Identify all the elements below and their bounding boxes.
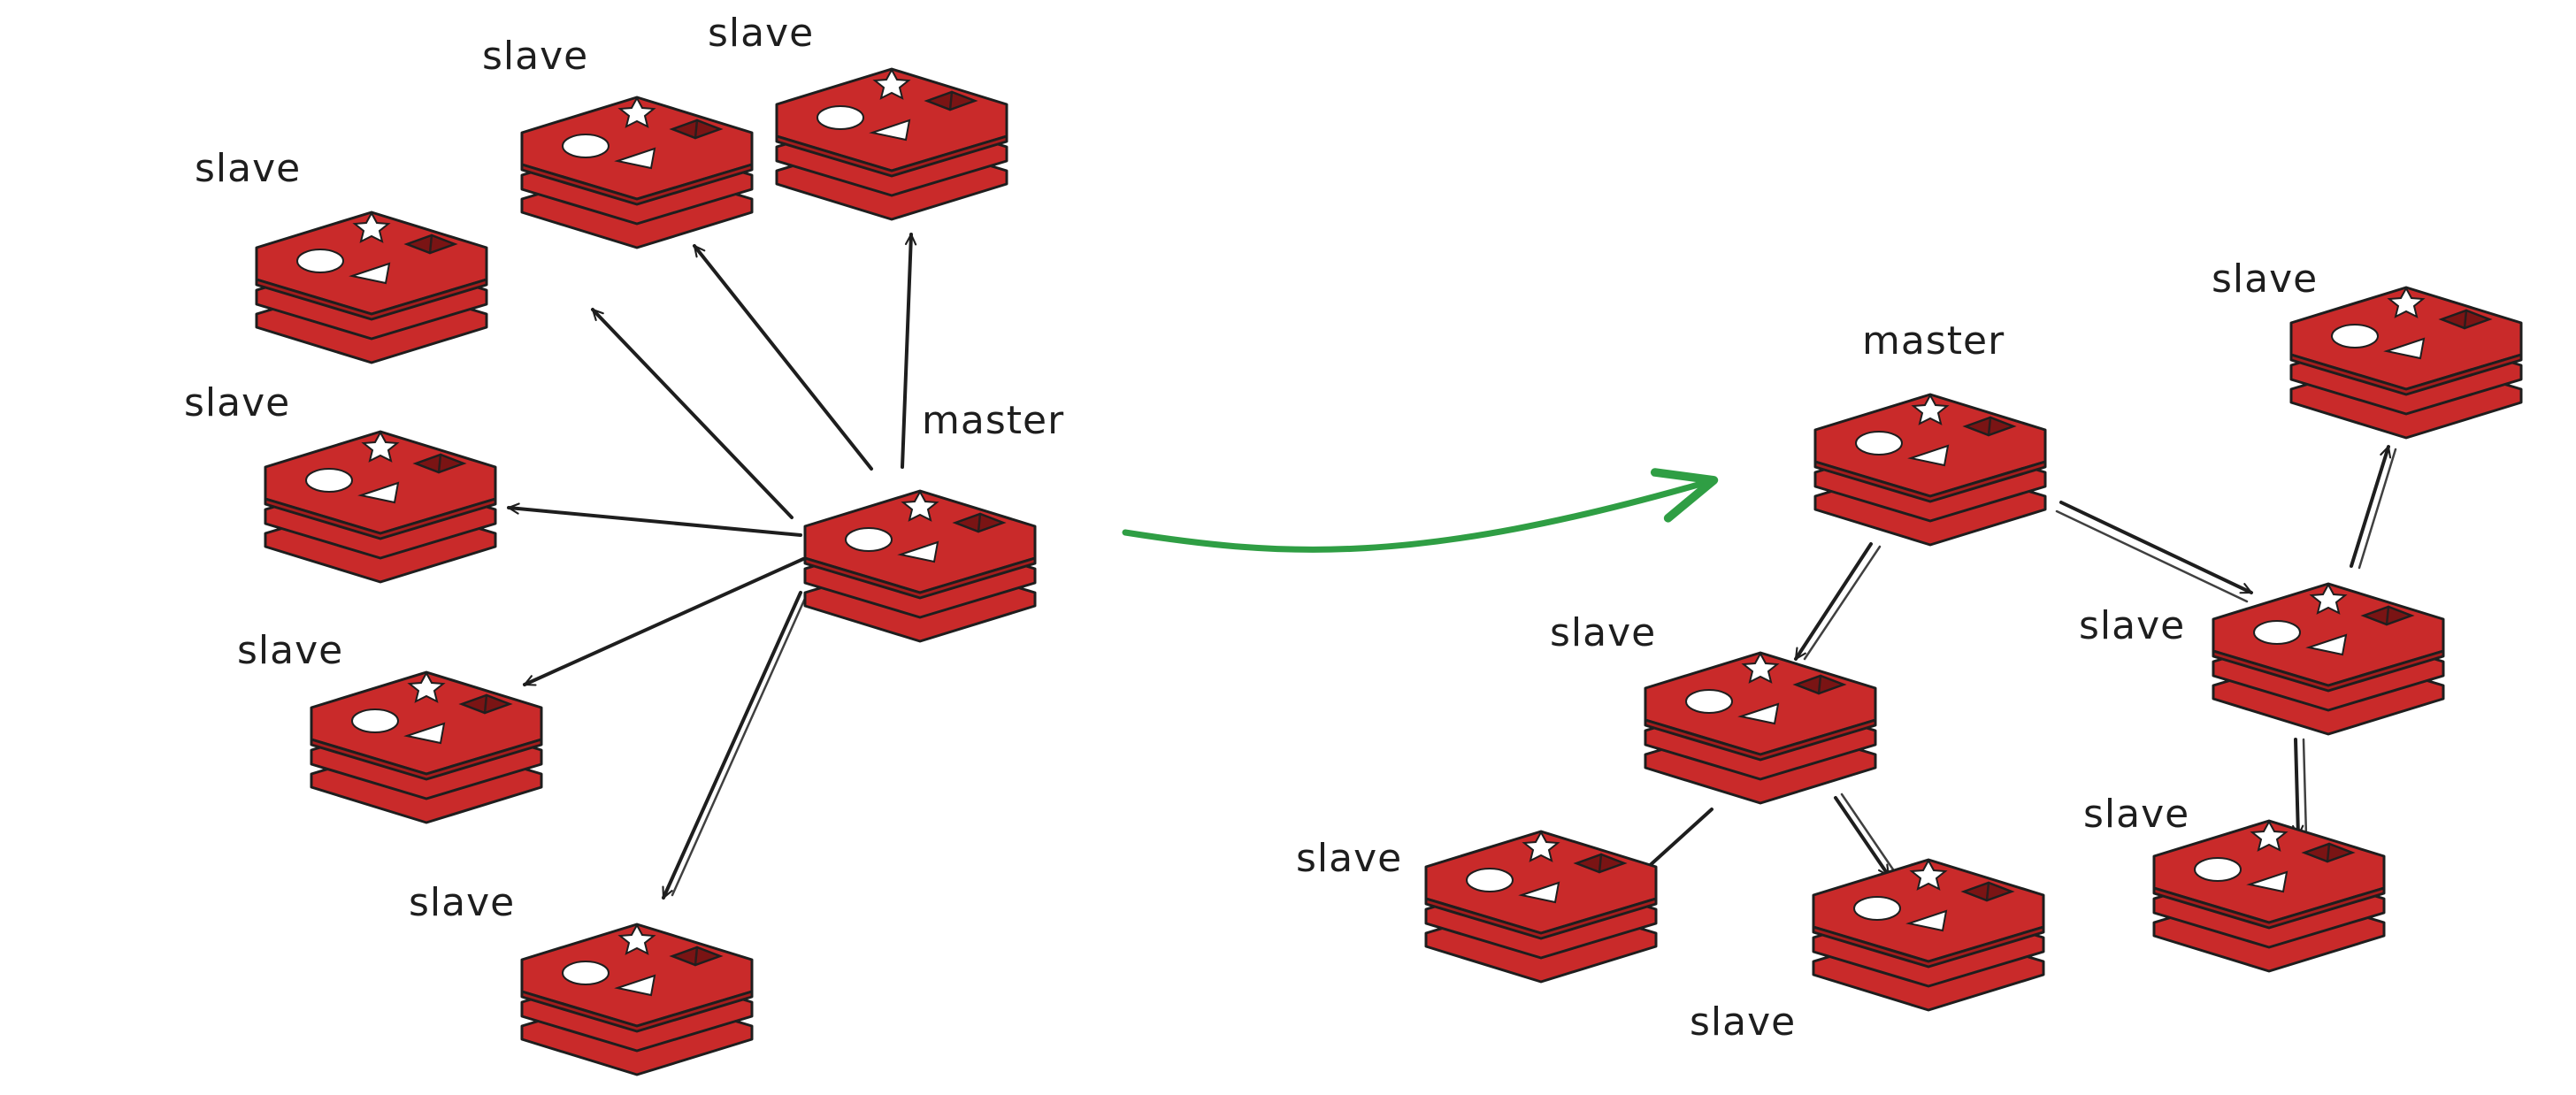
edge-master-to-slave-top-right [901,233,917,469]
label-slave-11: slave [1690,999,1796,1045]
right-edges [1635,445,2397,879]
node-slave-8 [1644,651,1877,805]
node-master-right [1813,393,2047,547]
node-slave-3 [775,67,1008,221]
label-slave-10: slave [1296,836,1402,881]
label-slave-9: slave [2079,603,2185,648]
left-edges [507,233,917,900]
node-slave-5 [310,670,543,824]
edge-right-branch-to-top-leaf [2350,445,2392,568]
edge-left-branch-to-leaf-2 [1834,796,1890,877]
label-slave-3: slave [708,11,814,56]
label-slave-6: slave [409,880,515,925]
node-slave-1 [255,211,488,364]
label-slave-7: slave [2212,257,2318,302]
label-slave-8: slave [1550,610,1656,655]
label-master-right: master [1862,318,2005,364]
edge-master-to-slave-upper-far-left [591,308,794,519]
edge-master-to-slave-right-branch [2059,501,2253,594]
edge-master-to-slave-top-left [693,244,873,471]
node-slave-9 [2212,582,2445,736]
edge-master-to-slave-left-branch [1794,542,1873,661]
node-slave-10 [1424,830,1658,984]
transition-arrow [1122,468,1719,553]
label-slave-4: slave [184,380,290,425]
node-slave-6 [520,923,754,1076]
edge-master-to-slave-bottom [662,591,802,900]
label-master-left: master [922,398,1064,443]
edge-master-to-slave-lower-left [523,557,805,686]
edge-master-to-slave-middle-left [507,502,802,537]
label-slave-2: slave [482,34,588,79]
label-slave-5: slave [237,628,343,673]
node-slave-4 [264,430,497,584]
edge-right-branch-to-bottom-leaf [2292,738,2304,838]
label-slave-1: slave [195,146,301,191]
node-slave-2 [520,96,754,249]
label-slave-12: slave [2083,792,2189,837]
node-slave-7 [2289,286,2523,440]
node-slave-12 [2152,819,2386,973]
node-slave-11 [1812,858,2045,1012]
node-master-left [803,489,1037,643]
